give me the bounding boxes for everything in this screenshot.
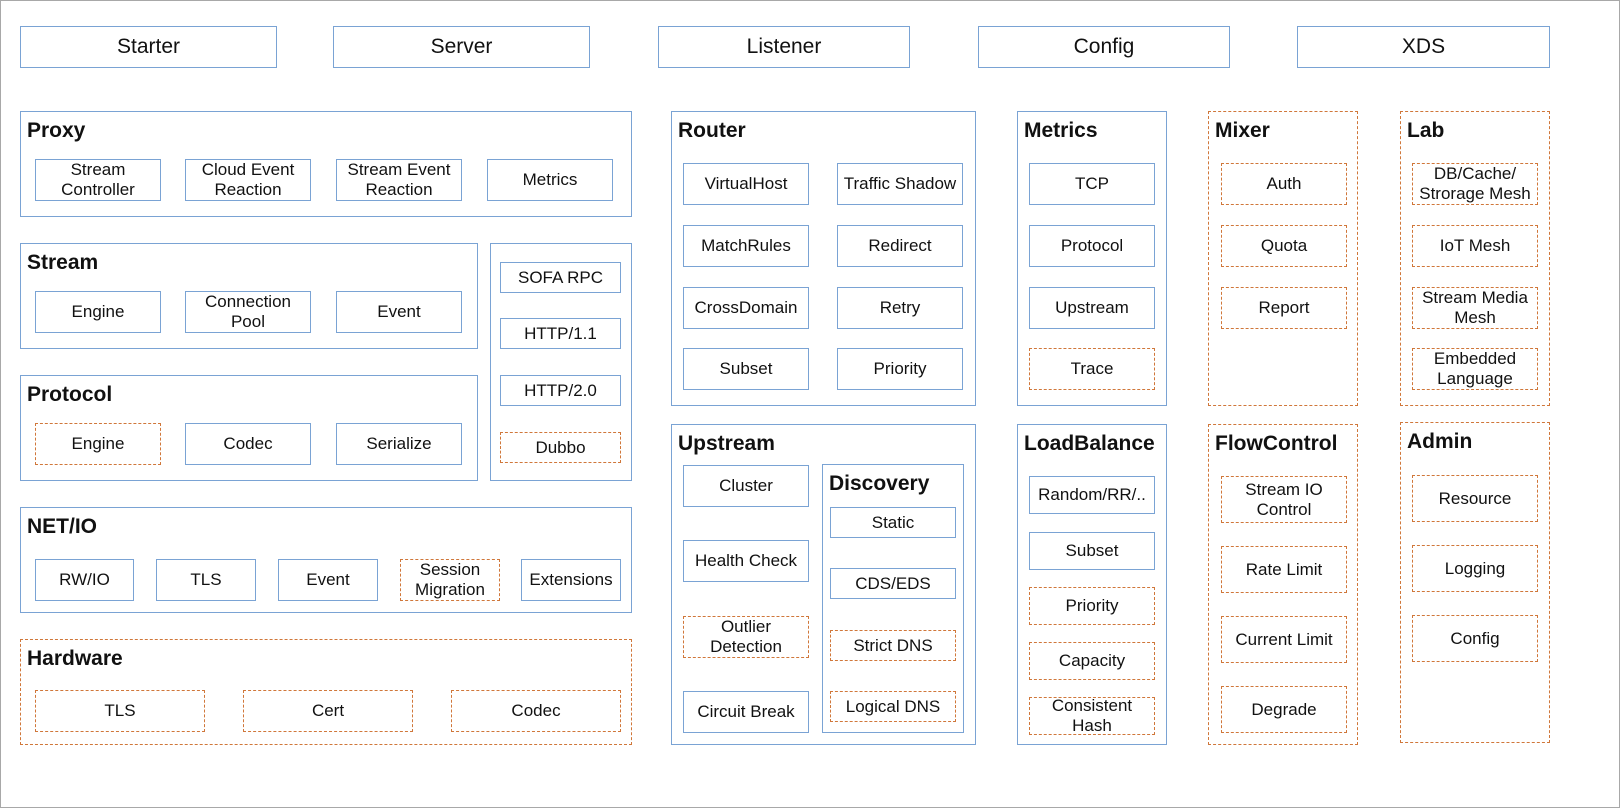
module-router-retry: Retry [837,287,963,329]
module-protocols-list-http-2-0: HTTP/2.0 [500,375,621,406]
module-netio-tls: TLS [156,559,256,601]
module-discovery-strict-dns: Strict DNS [830,630,956,661]
module-mixer-report: Report [1221,287,1347,329]
module-flowcontrol-current-limit: Current Limit [1221,616,1347,663]
group-title-hardware: Hardware [27,647,123,670]
module-mixer-auth: Auth [1221,163,1347,205]
group-title-metrics: Metrics [1024,119,1098,142]
module-stream-engine: Engine [35,291,161,333]
module-loadbalance-random-rr: Random/RR/.. [1029,476,1155,514]
module-loadbalance-priority: Priority [1029,587,1155,625]
module-upstream-health-check: Health Check [683,540,809,582]
module-protocols-list-sofa-rpc: SOFA RPC [500,262,621,293]
module-metrics-tcp: TCP [1029,163,1155,205]
module-flowcontrol-rate-limit: Rate Limit [1221,546,1347,593]
group-title-protocol: Protocol [27,383,113,406]
group-title-netio: NET/IO [27,515,98,538]
module-router-redirect: Redirect [837,225,963,267]
module-router-subset: Subset [683,348,809,390]
module-loadbalance-capacity: Capacity [1029,642,1155,680]
group-title-discovery: Discovery [829,472,930,495]
module-router-priority: Priority [837,348,963,390]
top-module-starter: Starter [20,26,277,68]
module-netio-event: Event [278,559,378,601]
top-module-config: Config [978,26,1230,68]
module-lab-iot-mesh: IoT Mesh [1412,225,1538,267]
module-discovery-static: Static [830,507,956,538]
module-metrics-upstream: Upstream [1029,287,1155,329]
module-protocol-engine: Engine [35,423,161,465]
module-protocol-serialize: Serialize [336,423,462,465]
module-hardware-tls: TLS [35,690,205,732]
group-title-router: Router [678,119,746,142]
module-admin-logging: Logging [1412,545,1538,592]
module-netio-rw-io: RW/IO [35,559,134,601]
module-protocol-codec: Codec [185,423,311,465]
group-title-admin: Admin [1407,430,1473,453]
group-title-mixer: Mixer [1215,119,1270,142]
group-title-stream: Stream [27,251,99,274]
module-stream-event: Event [336,291,462,333]
module-lab-db-cache-strorage-mesh: DB/Cache/Strorage Mesh [1412,163,1538,205]
module-router-traffic-shadow: Traffic Shadow [837,163,963,205]
module-flowcontrol-degrade: Degrade [1221,686,1347,733]
module-discovery-logical-dns: Logical DNS [830,691,956,722]
module-loadbalance-subset: Subset [1029,532,1155,570]
module-upstream-cluster: Cluster [683,465,809,507]
module-hardware-codec: Codec [451,690,621,732]
group-title-lab: Lab [1407,119,1445,142]
module-admin-config: Config [1412,615,1538,662]
module-upstream-circuit-break: Circuit Break [683,691,809,733]
top-module-server: Server [333,26,590,68]
module-mixer-quota: Quota [1221,225,1347,267]
group-title-proxy: Proxy [27,119,86,142]
module-protocols-list-dubbo: Dubbo [500,432,621,463]
top-module-xds: XDS [1297,26,1550,68]
group-title-loadbalance: LoadBalance [1024,432,1155,455]
module-metrics-protocol: Protocol [1029,225,1155,267]
module-router-virtualhost: VirtualHost [683,163,809,205]
module-protocols-list-http-1-1: HTTP/1.1 [500,318,621,349]
module-hardware-cert: Cert [243,690,413,732]
top-module-listener: Listener [658,26,910,68]
module-router-matchrules: MatchRules [683,225,809,267]
group-title-upstream: Upstream [678,432,775,455]
module-router-crossdomain: CrossDomain [683,287,809,329]
module-discovery-cds-eds: CDS/EDS [830,568,956,599]
module-metrics-trace: Trace [1029,348,1155,390]
module-netio-extensions: Extensions [521,559,621,601]
module-admin-resource: Resource [1412,475,1538,522]
module-proxy-metrics: Metrics [487,159,613,201]
group-title-flowcontrol: FlowControl [1215,432,1338,455]
